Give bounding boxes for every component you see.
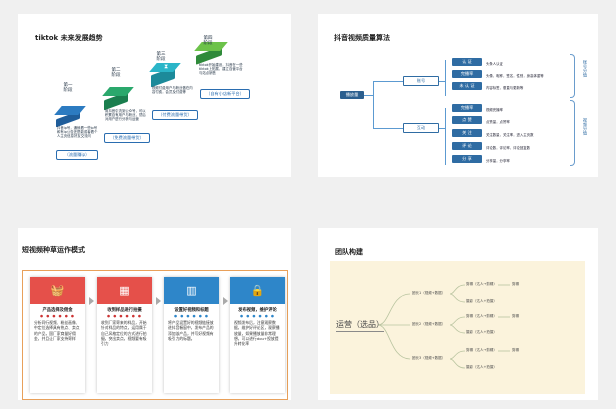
root-box-views: 播放量 [340,91,364,99]
card-dots: ● ● ● ● ● ● [40,314,75,318]
arrow-right-icon [223,297,228,305]
slide-team-structure[interactable]: 团队构建 运营（选品） 团长1（视频+数据） 团长2（视频+数据） 团长3（视频… [318,228,598,400]
card-header: ▥ [164,277,219,304]
mindmap-sub: 摄影（达人+拍摄） [466,365,497,369]
card-title: 设置好视频和标题 [174,308,209,313]
stage-label-1: 第一阶段 [63,83,73,93]
connector-line [373,81,374,129]
stage-desc-2: 用抖音引流到公众号，可以积累自有用户与粉丝，然后对用户进行分析与运营 [105,109,146,122]
mindmap-group-2: 团长2（视频+数据） [412,322,446,326]
brace-video [570,100,575,166]
mindmap-group-3: 团长3（视频+数据） [412,356,446,360]
lock-icon: 🔒 [250,284,265,297]
account-box-verified: 认 证 [452,58,482,66]
connector-line [445,108,446,165]
stage-desc-4: tiktok开始建设，抖音在一些tiktok上拓展，建立自营平台与站点销售 [199,63,243,76]
interact-box-like: 点 赞 [452,116,482,124]
stage-bubble-3: （付费流量带货） [152,110,198,120]
card-body: 分析同行视频、粉丝画像、中定位选择具有热点、卖点的产品，国厂家商量好佣金，并且让… [34,320,80,341]
arrow-right-icon [156,297,161,305]
card-dots: ● ● ● ● ● ● [240,314,275,318]
interact-box-follow: 关 注 [452,129,482,137]
interact-box-completion: 完播率 [452,104,482,112]
interact-box-comment: 评 论 [452,142,482,150]
process-card-2: ▦ 收到样品进行拍摄 ● ● ● ● ● ● 收到厂家寄来的样品，开始针对样品的… [97,277,152,393]
slide-douyin-algorithm[interactable]: 抖音视频质量算法 播放量 账号 互动 认 证 完播率 未 认 证 头条人认证 头… [318,14,598,177]
account-note: 头像，昵称，签名，性别，身高体重等 [486,74,544,78]
mindmap-sub: 摄影（达人+拍摄） [466,330,497,334]
card-body: 视频发布后，注意观察数据，维护好评论区，观察播放量，如果播放量非常理想，可以进行… [234,320,280,347]
side-label-video: 视频分值 [583,118,588,135]
mindmap-sub: 摄影（达人+拍摄） [466,299,497,303]
mindmap-group-1: 团长1（视频+数据） [412,291,446,295]
account-box-unverified: 未 认 证 [452,82,482,90]
chart-icon: ▥ [186,284,197,297]
stage-label-2: 第二阶段 [111,68,121,78]
card-header: 🔒 [230,277,285,304]
mindmap-sub: 剪辑（达人→剪辑） [466,282,497,286]
slide-title: 团队构建 [335,248,363,256]
stage-bubble-2: （免费流量带货） [104,133,150,143]
interact-note: 关注数量，关注率，进入主页数 [486,133,534,137]
orange-frame [22,270,288,400]
stage-label-3: 第三阶段 [156,52,166,62]
slide-title: 抖音视频质量算法 [334,34,390,42]
interact-note: 分享量，分享率 [486,159,510,163]
slide-title: tiktok 未来发展趋势 [35,34,103,42]
process-card-4: 🔒 发布视频，维护评论 ● ● ● ● ● ● 视频发布后，注意观察数据，维护好… [230,277,285,393]
connector-line [445,60,446,96]
connector-line [373,128,403,129]
side-label-account: 账号分值 [583,60,588,77]
slide-tiktok-trend[interactable]: tiktok 未来发展趋势 ⧗ 第一阶段 第二阶段 第三阶段 第四阶段 抖音ip… [18,14,291,177]
mindmap-sub: 剪辑（达人→剪辑） [466,314,497,318]
interact-box-share: 分 享 [452,155,482,163]
connector-line [437,128,446,129]
interact-note: 视频完播率 [486,108,503,112]
slide-title: 短视频种草运作模式 [22,246,85,254]
card-body: 收到厂家寄来的样品，开始针对样品的特点，运用属于自己风格定位的方式进行拍摄，突出… [101,320,147,347]
mindmap-leaf: 剪辑 [512,348,519,352]
arrow-right-icon [89,297,94,305]
stage-label-4: 第四阶段 [203,36,213,46]
account-box-completion: 完播率 [452,70,482,78]
mindmap-canvas: 运营（选品） 团长1（视频+数据） 团长2（视频+数据） 团长3（视频+数据） … [330,261,585,394]
card-title: 发布视频，维护评论 [238,308,277,313]
calendar-icon: ▦ [119,284,130,297]
brace-account [570,54,575,98]
connector-line [363,95,374,96]
slide-seeding-model[interactable]: 短视频种草运作模式 🧺 产品选择及佣金 ● ● ● ● ● ● 分析同行视频、粉… [18,228,291,400]
interact-note: 评论数，评论率，评论回复数 [486,146,531,150]
interact-note: 点赞量，点赞率 [486,120,510,124]
process-card-1: 🧺 产品选择及佣金 ● ● ● ● ● ● 分析同行视频、粉丝画像、中定位选择具… [30,277,85,393]
account-note: 头条人认证 [486,62,503,66]
card-dots: ● ● ● ● ● ● [107,314,142,318]
account-note: 内容标签，垂直与更新等 [486,86,524,90]
mindmap-root: 运营（选品） [336,319,384,332]
stage-desc-1: 抖音ip号，通就看一些ip号和有ip公告还是能或者看个人主页信息好友交流问 [57,126,98,139]
process-card-3: ▥ 设置好视频和标题 ● ● ● ● ● ● 将产品设置好的视频链接放进抖音橱窗… [164,277,219,393]
hourglass-icon: ⧗ [164,63,169,70]
mid-box-account: 账号 [403,76,439,86]
card-header: 🧺 [30,277,85,304]
mindmap-leaf: 剪辑 [512,314,519,318]
stage-bubble-1: （流量赚ip） [56,150,98,160]
mid-box-interaction: 互动 [403,123,439,133]
stage-desc-3: 视频付费用户与粉丝做在内容付费，会员及付费等 [152,86,193,95]
connector-line [437,81,446,82]
mindmap-sub: 剪辑（达人→剪辑） [466,348,497,352]
card-title: 收到样品进行拍摄 [107,308,142,313]
connector-line [373,81,403,82]
mindmap-leaf: 剪辑 [512,282,519,286]
mindmap-lines [377,284,510,369]
card-dots: ● ● ● ● ● ● [174,314,209,318]
basket-icon: 🧺 [50,284,65,297]
stage-bubble-4: （自有小店新平台） [200,89,250,99]
card-body: 将产品设置好的视频链接放进抖音橱窗中，发布产品的添加该产品，并写好视频有吸引力的… [168,320,214,341]
card-header: ▦ [97,277,152,304]
card-title: 产品选择及佣金 [42,308,73,313]
